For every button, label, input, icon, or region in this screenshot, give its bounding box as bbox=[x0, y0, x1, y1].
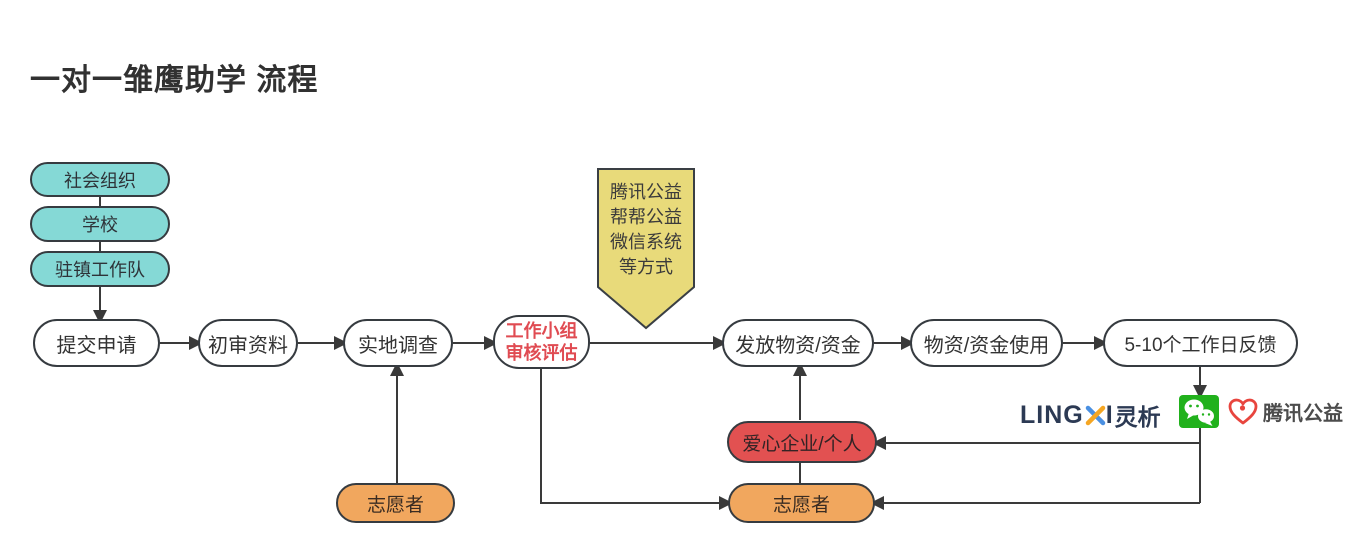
node-school: 学校 bbox=[30, 206, 170, 242]
node-label: 驻镇工作队 bbox=[55, 260, 145, 280]
node-volunteer-right: 志愿者 bbox=[728, 483, 875, 523]
node-label-line2: 审核评估 bbox=[505, 343, 578, 363]
tencent-charity-label: 腾讯公益 bbox=[1263, 403, 1343, 425]
node-volunteer-left: 志愿者 bbox=[336, 483, 455, 523]
banner-text: 腾讯公益 帮帮公益 微信系统 等方式 bbox=[597, 180, 695, 280]
node-label: 志愿者 bbox=[772, 494, 830, 516]
node-label: 初审资料 bbox=[208, 334, 288, 357]
page-title: 一对一雏鹰助学 流程 bbox=[30, 64, 319, 97]
node-label: 爱心企业/个人 bbox=[742, 433, 862, 455]
node-label: 提交申请 bbox=[56, 334, 137, 357]
node-label: 实地调查 bbox=[358, 334, 438, 357]
node-workgroup-review: 工作小组 审核评估 bbox=[493, 315, 590, 369]
lingxi-x-icon bbox=[1085, 405, 1105, 425]
banner-line: 等方式 bbox=[619, 257, 673, 277]
banner-line: 帮帮公益 bbox=[610, 207, 682, 227]
lingxi-latin-right: I bbox=[1105, 400, 1114, 429]
wechat-icon bbox=[1179, 395, 1219, 433]
banner-line: 腾讯公益 bbox=[610, 182, 682, 202]
tencent-charity-heart-icon bbox=[1228, 398, 1258, 424]
node-donor: 爱心企业/个人 bbox=[727, 421, 877, 463]
node-label-line1: 工作小组 bbox=[505, 320, 578, 341]
node-feedback-days: 5-10个工作日反馈 bbox=[1103, 319, 1298, 367]
tencent-charity-logo: 腾讯公益 bbox=[1228, 397, 1343, 426]
node-initial-review: 初审资料 bbox=[198, 319, 298, 367]
banner-pennant-shape bbox=[597, 168, 695, 330]
node-social-org: 社会组织 bbox=[30, 162, 170, 197]
node-label: 学校 bbox=[82, 215, 118, 235]
node-label: 发放物资/资金 bbox=[735, 334, 861, 357]
wechat-icon-shape bbox=[1179, 395, 1219, 428]
lingxi-cn-label: 灵析 bbox=[1114, 404, 1161, 430]
banner-line: 微信系统 bbox=[610, 232, 682, 252]
node-label: 社会组织 bbox=[64, 170, 136, 191]
node-distribute-funds: 发放物资/资金 bbox=[722, 319, 874, 367]
node-label: 志愿者 bbox=[366, 494, 424, 516]
node-field-survey: 实地调查 bbox=[343, 319, 453, 367]
node-label: 物资/资金使用 bbox=[923, 334, 1050, 357]
lingxi-latin-left: LING bbox=[1020, 400, 1084, 429]
node-funds-usage: 物资/资金使用 bbox=[910, 319, 1063, 367]
edge-workgroup-volunteer bbox=[540, 369, 733, 510]
node-submit-application: 提交申请 bbox=[33, 319, 160, 367]
node-label: 5-10个工作日反馈 bbox=[1124, 334, 1277, 356]
lingxi-logo: LING I 灵析 bbox=[1020, 398, 1161, 432]
platform-banner: 腾讯公益 帮帮公益 微信系统 等方式 bbox=[597, 168, 695, 330]
node-town-workteam: 驻镇工作队 bbox=[30, 251, 170, 287]
